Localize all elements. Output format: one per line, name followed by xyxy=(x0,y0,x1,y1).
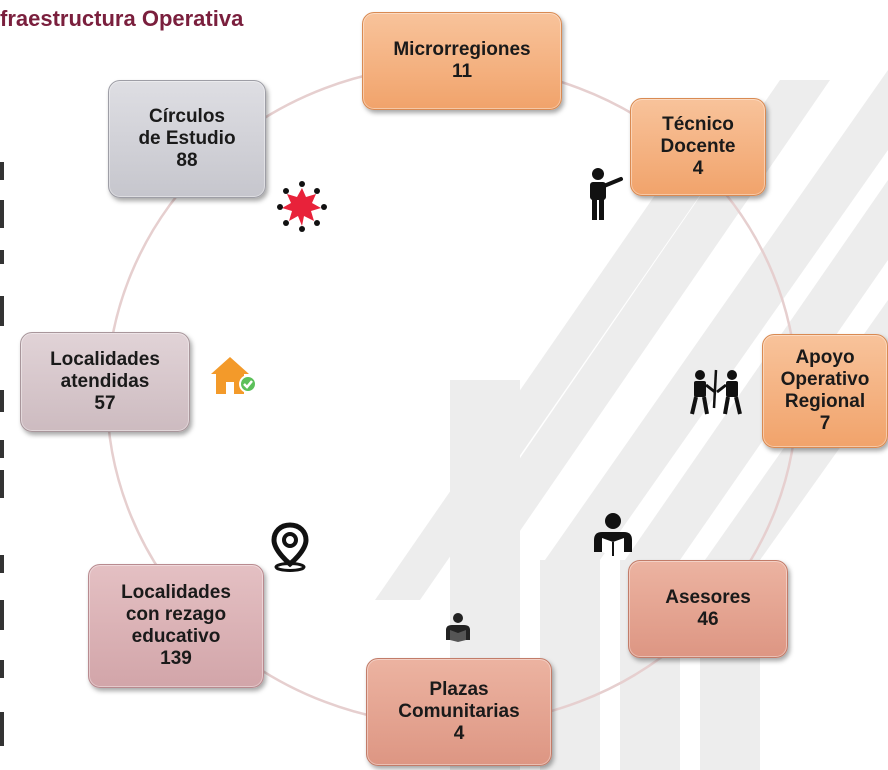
node-label: Asesores xyxy=(665,587,751,608)
node-label: Técnico xyxy=(662,114,734,135)
edge-mark xyxy=(0,660,4,678)
node-value: 46 xyxy=(697,609,719,630)
node-label: Regional xyxy=(784,391,866,412)
edge-mark xyxy=(0,200,4,228)
teacher-icon xyxy=(590,168,623,220)
node-localidades-rezago: Localidades con rezago educativo 139 xyxy=(88,564,264,688)
node-label: Círculos xyxy=(148,106,226,127)
edge-mark xyxy=(0,440,4,458)
node-microrregiones: Microrregiones 11 xyxy=(362,12,562,110)
edge-mark xyxy=(0,390,4,412)
tutors-icon xyxy=(690,369,742,415)
node-label: Docente xyxy=(660,136,736,157)
node-tecnico-docente: Técnico Docente 4 xyxy=(630,98,766,196)
node-label: Plazas xyxy=(429,679,489,700)
node-circulos-estudio: Círculos de Estudio 88 xyxy=(108,80,266,198)
node-label: Apoyo xyxy=(795,347,855,368)
node-asesores: Asesores 46 xyxy=(628,560,788,658)
page-title: fraestructura Operativa xyxy=(0,6,244,31)
node-plazas-comunitarias: Plazas Comunitarias 4 xyxy=(366,658,552,766)
star-group-icon xyxy=(277,181,327,232)
node-apoyo-operativo: Apoyo Operativo Regional 7 xyxy=(762,334,888,448)
node-label: educativo xyxy=(131,626,221,647)
edge-mark xyxy=(0,162,4,180)
edge-mark xyxy=(0,470,4,498)
node-value: 57 xyxy=(94,393,116,414)
reader-group-icon xyxy=(594,513,632,556)
edge-mark xyxy=(0,296,4,326)
node-localidades-atendidas: Localidades atendidas 57 xyxy=(20,332,190,432)
edge-mark xyxy=(0,600,4,630)
node-value: 139 xyxy=(160,648,192,669)
node-value: 88 xyxy=(176,150,198,171)
node-label: Comunitarias xyxy=(398,701,520,722)
node-value: 4 xyxy=(453,723,465,744)
location-pin-icon xyxy=(271,522,309,572)
reading-person-icon xyxy=(446,613,470,642)
edge-mark xyxy=(0,712,4,746)
node-label: Operativo xyxy=(780,369,870,390)
node-label: de Estudio xyxy=(138,128,236,149)
edge-mark xyxy=(0,250,4,264)
node-label: Microrregiones xyxy=(393,39,531,60)
house-check-icon xyxy=(211,357,257,394)
node-value: 11 xyxy=(451,61,473,82)
edge-mark xyxy=(0,555,4,573)
node-value: 7 xyxy=(819,413,831,434)
node-value: 4 xyxy=(692,158,704,179)
node-label: con rezago xyxy=(125,604,227,625)
node-label: atendidas xyxy=(60,371,150,392)
node-label: Localidades xyxy=(50,349,160,370)
node-label: Localidades xyxy=(121,582,231,603)
